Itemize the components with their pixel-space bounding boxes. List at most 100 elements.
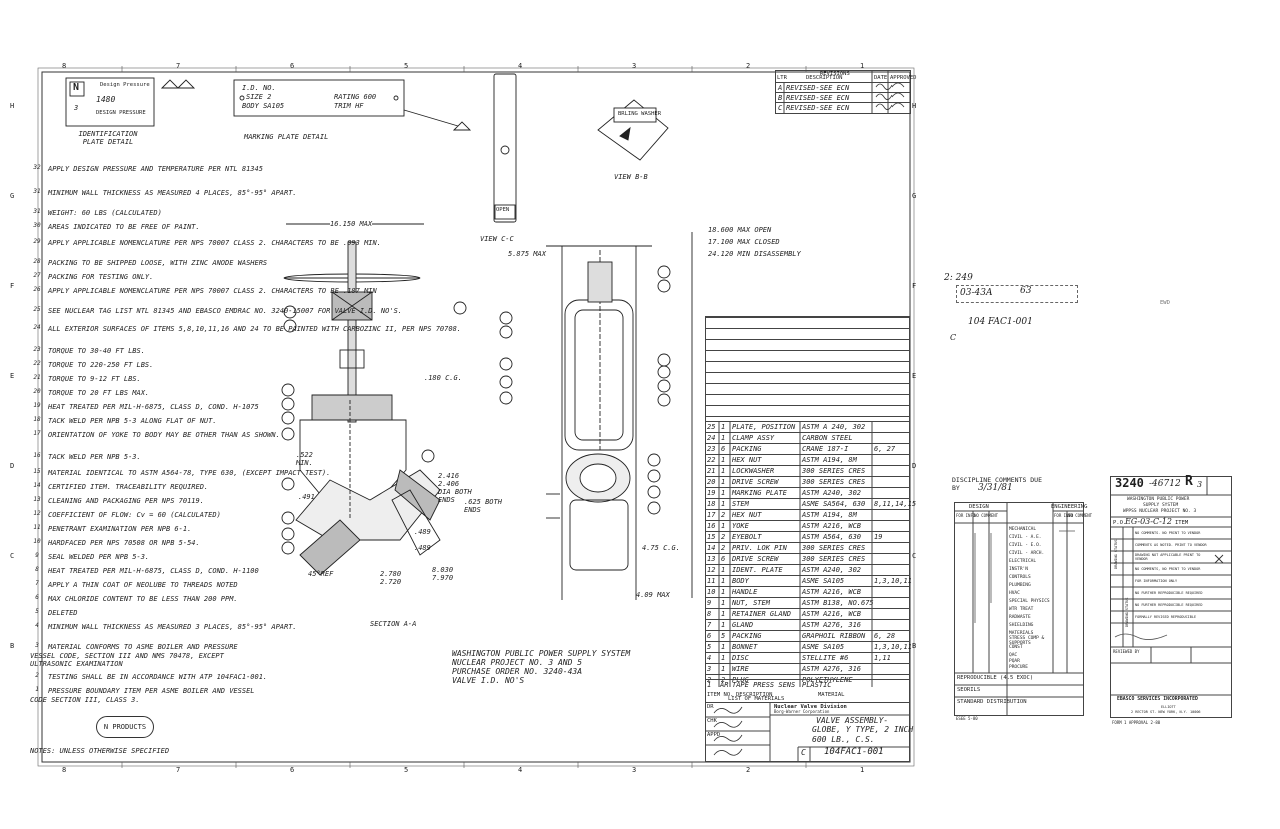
revisions-header: REVISIONS	[820, 71, 850, 77]
ebasco-po-label: P.O.	[1113, 520, 1127, 526]
note-text: ALL EXTERIOR SURFACES OF ITEMS 5,8,10,11…	[48, 325, 462, 333]
ident-plate-text: 1480	[96, 95, 116, 104]
note-number: 15	[33, 468, 41, 475]
marking-plate-line: TRIM HF	[334, 102, 364, 110]
discipline-row: CONTROLS	[1009, 575, 1031, 580]
zone-number: 5	[404, 766, 409, 774]
ident-plate-text: Design Pressure	[100, 82, 150, 88]
ebasco-row: COMMENTS AS NOTED. PRINT TO VENDOR	[1135, 543, 1207, 547]
note-number: 32	[33, 164, 41, 171]
title-company2: Borg-Warner Corporation	[774, 709, 830, 714]
discipline-footer: REPRODUCIBLE (4.5 EXDC)	[957, 675, 1034, 681]
note-text: MINIMUM WALL THICKNESS AS MEASURED 4 PLA…	[48, 189, 297, 197]
ebasco-row: FORMALLY REVISED REPRODUCIBLE	[1135, 615, 1197, 619]
discipline-col: ENGINEERING	[1051, 504, 1088, 510]
note-text: AREAS INDICATED TO BE FREE OF PAINT.	[48, 223, 200, 231]
open-label: OPEN	[496, 207, 510, 213]
discipline-row: MECHANICAL	[1009, 527, 1037, 532]
note-text: TESTING SHALL BE IN ACCORDANCE WITH ATP …	[48, 673, 268, 681]
note-number: 31	[33, 188, 41, 195]
ebasco-side: DRAWING STATUS	[1114, 539, 1118, 569]
view-cc-label: VIEW C-C	[480, 235, 514, 243]
discipline-col: DESIGN	[969, 504, 989, 510]
section-aa-label: SECTION A-A	[370, 620, 417, 628]
title-block: Nuclear Valve Division Borg-Warner Corpo…	[705, 702, 913, 762]
bom-footer-cell: MATERIAL	[818, 692, 845, 698]
note-number: 5	[35, 608, 39, 615]
dimension: .489	[414, 544, 431, 552]
title-dwg-no: 104FAC1-001	[824, 747, 884, 757]
note-number: 11	[33, 524, 41, 531]
n-products-stamp: N PRODUCTS	[96, 716, 154, 738]
dimension: 45°REF	[308, 570, 334, 578]
ebasco-file-no: 3240	[1115, 476, 1144, 490]
ebasco-row: NO COMMENTS, NO PRINT TO VENDOR	[1135, 567, 1201, 571]
ebasco-item-label: ITEM	[1175, 520, 1189, 526]
discipline-row: PQAR	[1009, 659, 1020, 664]
revisions-block: REVISIONS LTR DESCRIPTION DATE APPROVED …	[775, 70, 917, 114]
ebasco-row: NO COMMENTS. NO PRINT TO VENDOR	[1135, 531, 1201, 535]
note-text: WEIGHT: 60 LBS (CALCULATED)	[48, 209, 162, 217]
note-number: 29	[33, 238, 41, 245]
discipline-row: CONST	[1009, 645, 1023, 650]
discipline-sub: FOR INFO	[956, 513, 976, 518]
title-appd: APPD	[707, 732, 721, 738]
ident-plate-logo: N	[73, 82, 80, 93]
rev-desc: REVISED-SEE ECN	[786, 94, 850, 102]
note-number: 31	[33, 208, 41, 215]
revisions-col: LTR	[777, 75, 787, 81]
discipline-row: WTR TREAT	[1009, 607, 1034, 612]
note-text: APPLY APPLICABLE NOMENCLATURE PER NPS 70…	[48, 287, 377, 295]
discipline-sub: FOR INFO	[1054, 513, 1074, 518]
note-number: 13	[33, 496, 41, 503]
revisions-col: DATE	[874, 75, 888, 81]
ebasco-po: EG-03-C-12	[1125, 517, 1172, 526]
zone-letter: C	[10, 552, 15, 560]
discipline-row: CIVIL - ARCH.	[1009, 551, 1045, 556]
discipline-row: PLUMBING	[1009, 583, 1031, 588]
note-number: 26	[33, 286, 41, 293]
note-text: PRESSURE BOUNDARY ITEM PER ASME BOILER A…	[30, 687, 255, 704]
handwritten-text: C	[950, 333, 957, 342]
ebasco-bottom: FORM 1 APPROVAL 2-80	[1112, 720, 1161, 725]
note-text: TACK WELD PER NPB 5-3.	[48, 453, 141, 461]
note-number: 19	[33, 402, 41, 409]
zone-number: 8	[62, 62, 67, 70]
note-number: 9	[35, 552, 39, 559]
handwritten-text: 63	[1020, 286, 1032, 296]
marking-plate-line: BODY SA105	[242, 102, 285, 110]
discipline-row: ELECTRICAL	[1009, 559, 1037, 564]
note-text: MATERIAL IDENTICAL TO ASTM A564-78, TYPE…	[48, 469, 331, 477]
zone-letter: E	[10, 372, 15, 380]
zone-number: 4	[518, 766, 523, 774]
note-number: 3	[35, 642, 39, 649]
ebasco-reviewed-by: REVIEWED BY	[1113, 649, 1140, 654]
dimension: 8.030 7.970	[432, 566, 454, 582]
note-text: APPLY DESIGN PRESSURE AND TEMPERATURE PE…	[48, 165, 263, 173]
ebasco-row: NO FURTHER REPRODUCIBLE REQUIRED	[1135, 591, 1203, 595]
dimension: .522 MIN.	[296, 451, 313, 467]
discipline-sub: NO COMMENT	[974, 513, 999, 518]
note-text: HEAT TREATED PER MIL-H-6875, CLASS D, CO…	[48, 403, 259, 411]
note-number: 2	[35, 672, 39, 679]
note-text: TORQUE TO 20 FT LBS MAX.	[48, 389, 150, 397]
discipline-row: CIVIL - A.E.	[1009, 535, 1042, 540]
bom-cell: AR	[720, 681, 729, 689]
note-text: MAX CHLORIDE CONTENT TO BE LESS THAN 200…	[48, 595, 238, 603]
bom-footer-cell: ITEM NO.	[707, 692, 734, 698]
handwritten-text: 2: 249	[944, 273, 973, 283]
project-line: VALVE I.D. NO'S	[452, 676, 525, 685]
dimension: 2.416 2.406 DIA BOTH ENDS	[438, 472, 472, 504]
note-text: PACKING FOR TESTING ONLY.	[48, 273, 154, 281]
